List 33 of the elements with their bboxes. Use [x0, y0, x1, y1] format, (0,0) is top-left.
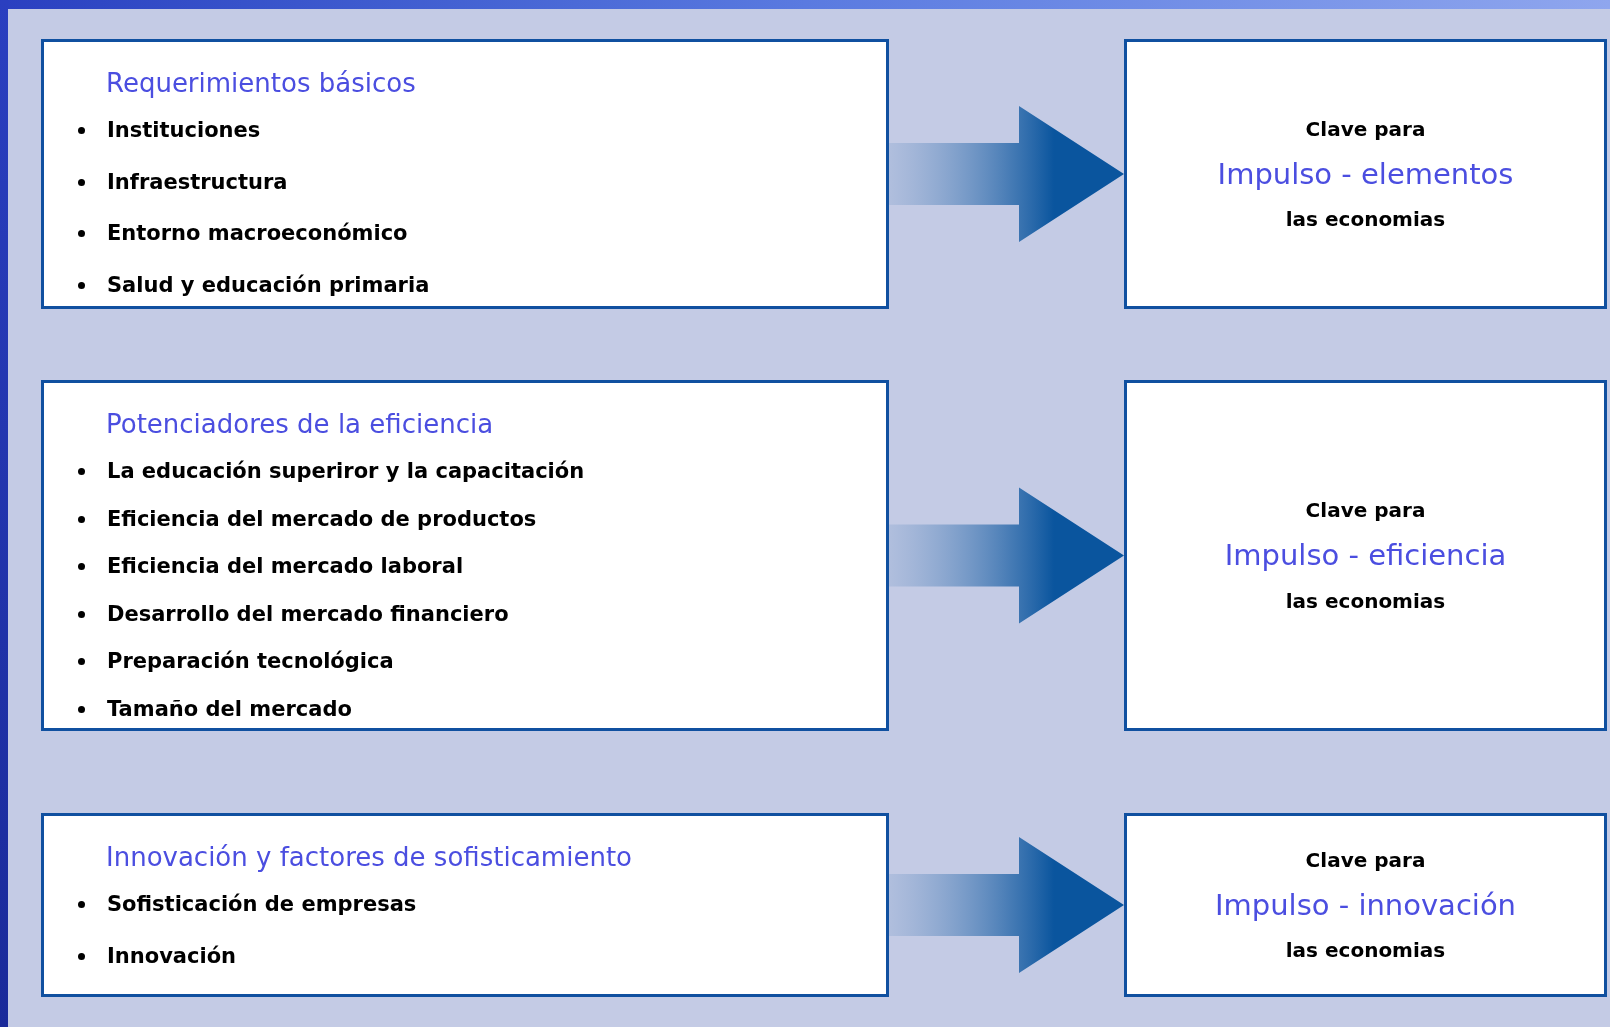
arrow [889, 487, 1124, 624]
bullet-item: Infraestructura [107, 168, 288, 196]
key-text: Clave para [1305, 115, 1426, 143]
key-text: las economias [1285, 587, 1446, 615]
box-heading: Potenciadores de la eficiencia [106, 408, 494, 441]
bullet-item: Eficiencia del mercado de productos [107, 505, 537, 533]
arrow [889, 106, 1124, 242]
bullet-item: Salud y educación primaria [107, 271, 430, 299]
result-box [1124, 39, 1607, 309]
result-box [1124, 380, 1607, 731]
key-text: las economias [1285, 206, 1446, 234]
key-text: las economias [1285, 937, 1446, 965]
bullet-item: La educación superiror y la capacitación [107, 458, 585, 485]
key-title: Impulso - eficiencia [1224, 537, 1507, 574]
box-heading: Requerimientos básicos [106, 67, 416, 100]
bullet-item: Preparación tecnológica [107, 648, 394, 675]
bullet-item: Sofisticación de empresas [107, 891, 417, 918]
pillar-box [41, 39, 889, 309]
key-text: Clave para [1305, 846, 1426, 874]
key-text: Clave para [1305, 497, 1426, 525]
bullet-item: Instituciones [107, 117, 261, 144]
bullet-item: Desarrollo del mercado financiero [107, 600, 509, 628]
pillar-box [41, 380, 889, 731]
box-heading: Innovación y factores de sofisticamiento [106, 841, 632, 874]
bullet-item: Entorno macroeconómico [107, 220, 408, 247]
bullet-item: Eficiencia del mercado laboral [107, 553, 464, 580]
bullet-item: Innovación [107, 942, 237, 970]
pillar-box [41, 813, 889, 997]
key-title: Impulso - innovación [1215, 886, 1516, 924]
result-box [1124, 813, 1607, 997]
arrow [889, 837, 1124, 973]
key-title: Impulso - elementos [1217, 155, 1514, 193]
bullet-item: Tamaño del mercado [107, 695, 352, 723]
